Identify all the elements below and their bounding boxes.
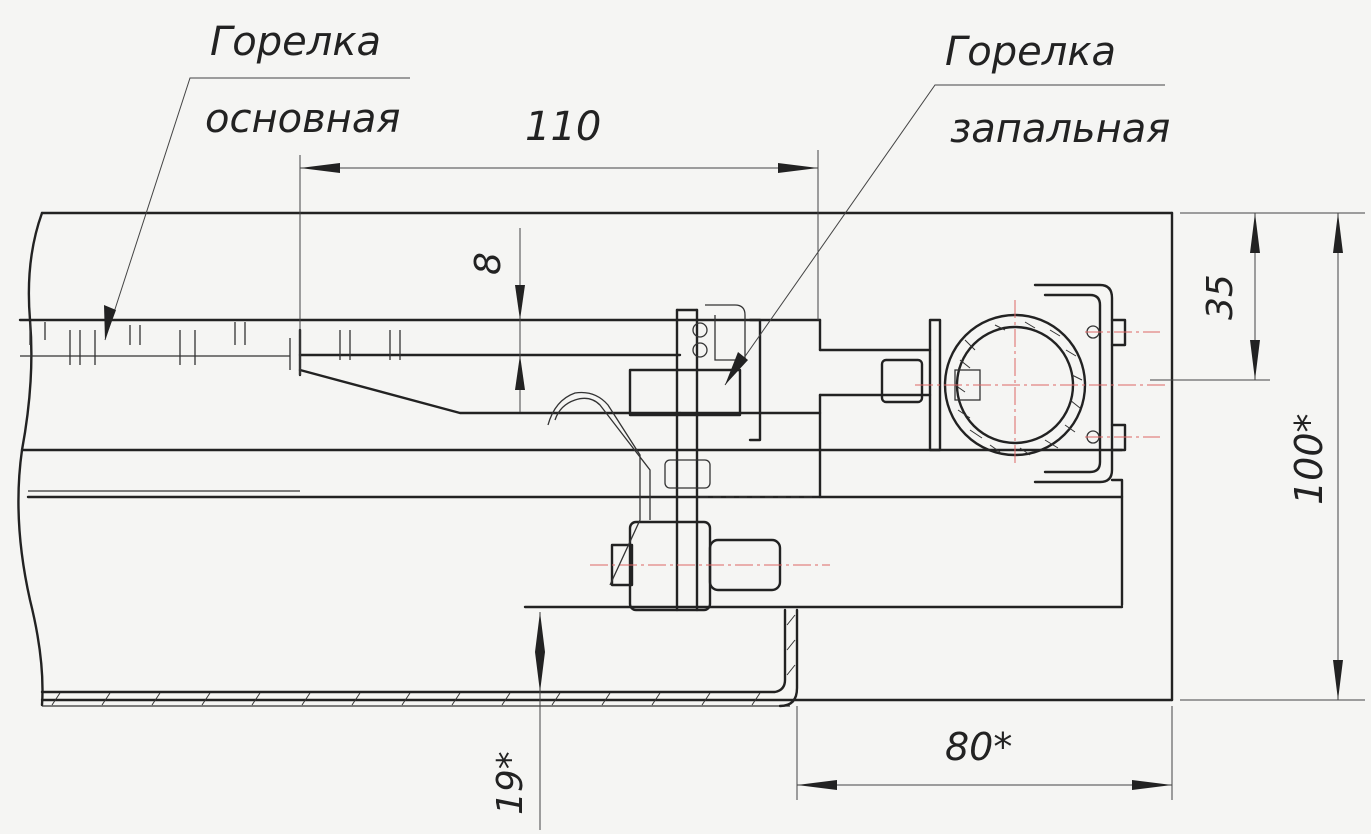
dim-100: 100*	[1287, 413, 1331, 505]
dimension-lines	[299, 150, 1365, 830]
mounting-plate	[547, 304, 830, 612]
bottom-channel	[40, 605, 1124, 708]
dim-8: 8	[468, 252, 509, 275]
dim-35: 35	[1200, 274, 1241, 320]
round-pipe	[915, 283, 1165, 607]
burner-holes	[29, 322, 401, 370]
housing-outline	[17, 211, 1174, 707]
leader-lines	[104, 77, 1165, 386]
pilot-burner	[628, 318, 942, 452]
pilot-burner-label-line2: запальная	[950, 106, 1170, 152]
dim-19: 19*	[490, 751, 531, 815]
main-burner-label-line2: основная	[205, 96, 400, 142]
pilot-burner-label-line1: Горелка	[945, 29, 1116, 75]
dim-110: 110	[525, 104, 601, 150]
dim-80: 80*	[945, 725, 1012, 769]
main-burner-label-line1: Горелка	[210, 19, 381, 65]
main-burner	[18, 318, 822, 499]
